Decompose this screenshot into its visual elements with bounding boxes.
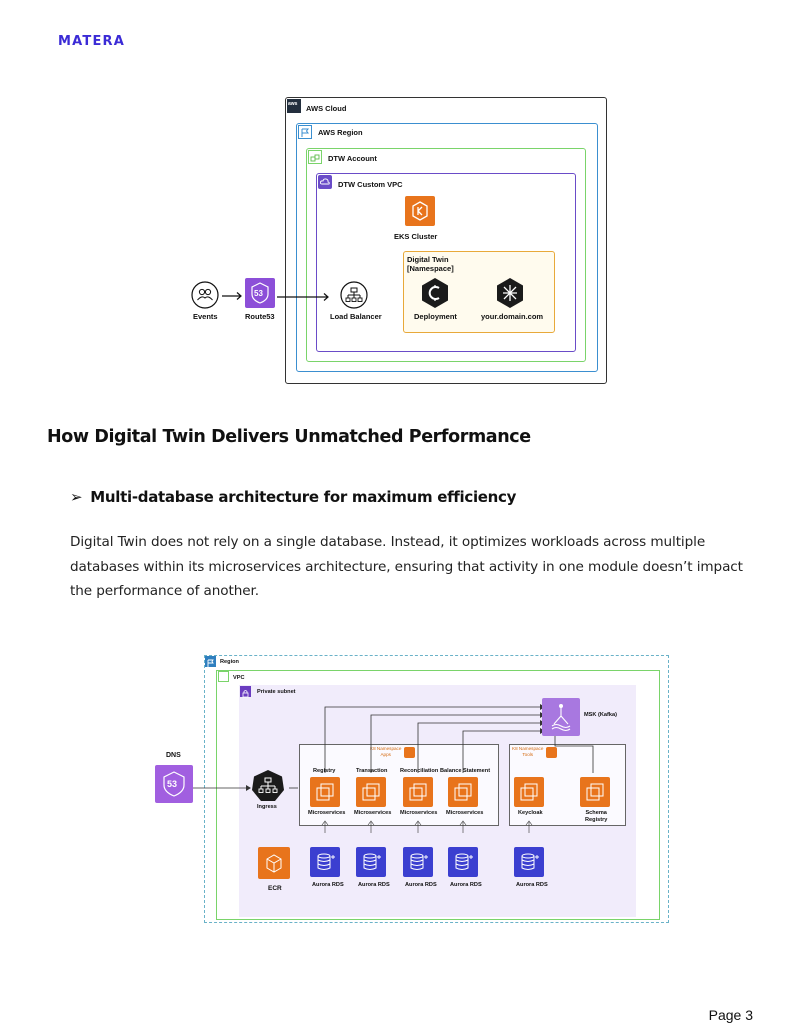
lock-icon [240,686,251,698]
account-icon [308,150,322,164]
aws-logo-icon: aws [287,99,301,113]
route53-icon: 53 [245,278,275,308]
microservice-registry-icon [310,777,340,807]
aurora-rds-label-1: Aurora RDS [312,882,344,888]
microservices-label-3: Microservices [400,810,438,816]
microservice-balance-icon [448,777,478,807]
dtw-account-group [306,148,586,362]
aurora-rds-label-2: Aurora RDS [358,882,390,888]
ecr-label: ECR [268,885,282,892]
aurora-rds-icon-1 [310,847,340,877]
flag-icon [298,125,312,139]
eks-cluster-icon [405,196,435,226]
service-label-reconciliation: Reconciliation [400,768,439,774]
section-heading: How Digital Twin Delivers Unmatched Perf… [47,427,531,447]
ingress-icon [251,769,285,803]
aws-cloud-group [285,97,607,384]
dtw-vpc-label: DTW Custom VPC [338,180,403,189]
aurora-rds-icon-4 [448,847,478,877]
arrow-events-route53 [222,292,242,300]
load-balancer-icon [340,281,368,309]
service-label-registry: Registry [313,768,336,774]
dns-label: DNS [166,752,181,759]
route53-label: Route53 [245,312,275,321]
page-number: Page 3 [708,1007,753,1023]
eks-cluster-label: EKS Cluster [394,232,438,241]
body-paragraph: Digital Twin does not rely on a single d… [70,534,743,599]
private-subnet-label: Private subnet [257,689,296,695]
aurora-rds-label-4: Aurora RDS [450,882,482,888]
domain-icon [495,277,525,309]
aws-cloud-label: AWS Cloud [306,104,347,113]
deployment-icon [420,277,450,309]
namespace-label: Digital Twin[Namespace] [407,255,454,273]
namespace-apps-icon [404,747,415,758]
microservice-reconciliation-icon [403,777,433,807]
arrow-route53-lb [277,293,329,301]
schema-registry-icon [580,777,610,807]
load-balancer-label: Load Balancer [330,312,382,321]
service-label-balance-statement: Balance Statement [440,768,491,774]
dtw-account-label: DTW Account [328,154,377,163]
aurora-rds-icon-2 [356,847,386,877]
region-group [204,655,669,923]
events-users-icon [191,281,219,309]
diagram2-connectors [193,704,594,833]
brand-logo: MATERA [58,34,126,49]
keycloak-label: Keycloak [518,810,543,816]
ecr-icon [258,847,290,879]
aurora-rds-label-5: Aurora RDS [516,882,548,888]
aurora-rds-label-3: Aurora RDS [405,882,437,888]
ingress-label: Ingress [257,804,277,810]
keycloak-icon [514,777,544,807]
aurora-rds-icon-5 [514,847,544,877]
namespace-tools-icon [546,747,557,758]
vpc-icon [218,671,229,682]
aurora-rds-icon-3 [403,847,433,877]
service-label-transaction: Transaction [356,768,388,774]
vpc-group [216,670,660,920]
events-label: Events [193,312,218,321]
msk-kafka-icon [542,698,580,736]
aws-region-label: AWS Region [318,128,363,137]
microservices-label-1: Microservices [308,810,346,816]
aws-region-group [296,123,598,372]
microservice-transaction-icon [356,777,386,807]
dtw-vpc-group [316,173,576,352]
bullet-heading: ➢Multi-database architecture for maximum… [70,488,517,506]
microservices-label-2: Microservices [354,810,392,816]
microservices-label-4: Microservices [446,810,484,816]
vpc-cloud-icon [318,175,332,189]
deployment-label: Deployment [414,312,457,321]
msk-kafka-label: MSK (Kafka) [584,712,617,718]
dns-route53-icon: 53 [155,765,193,803]
bullet-arrow-icon: ➢ [70,488,83,506]
domain-label: your.domain.com [481,312,544,321]
region-flag-icon [205,656,216,667]
vpc-label: VPC [233,675,245,681]
region-label: Region [220,659,239,665]
